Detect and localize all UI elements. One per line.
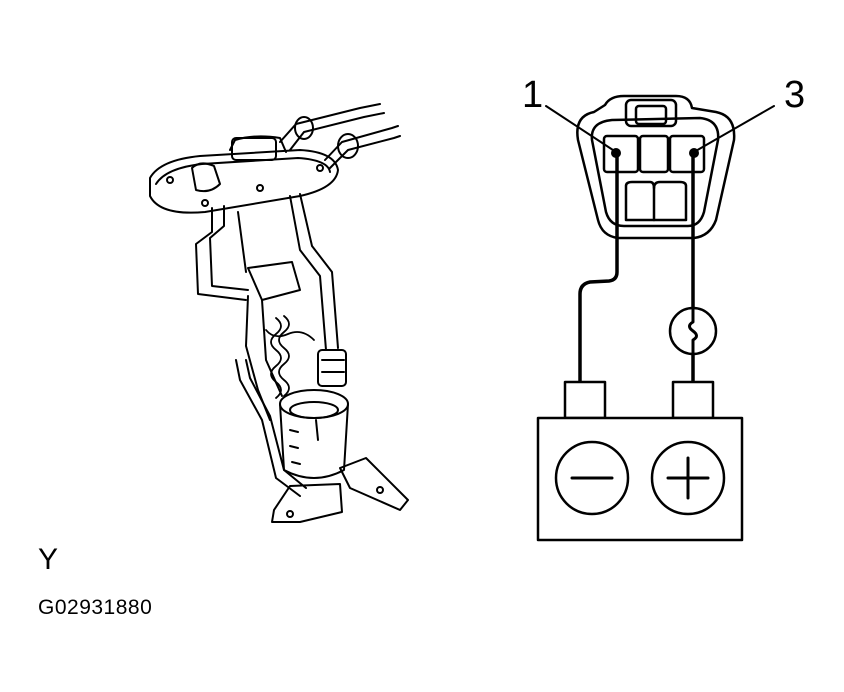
positive-terminal-icon: [650, 440, 726, 516]
negative-terminal-icon: [554, 440, 630, 516]
pump-connector: [317, 349, 347, 387]
battery: [536, 380, 744, 542]
pump-connector-face: [576, 94, 736, 240]
battery-negative-post: [563, 380, 607, 420]
pump-wiring: [265, 315, 315, 399]
pin-1-label: 1: [522, 74, 543, 116]
pump-bracket: [195, 193, 339, 497]
pump-canister: [279, 389, 349, 479]
pin-3-cavity: [668, 134, 706, 174]
fuel-hose: [279, 103, 401, 169]
battery-positive-post: [671, 380, 715, 420]
pin-2-cavity: [638, 134, 670, 174]
negative-lead: [578, 151, 619, 384]
pin-3-leader: [693, 105, 775, 153]
pin-3-label: 3: [784, 74, 805, 116]
fuse-icon: [668, 306, 718, 356]
pin-leader-lines: [545, 105, 775, 153]
figure-code: G02931880: [38, 596, 153, 619]
pump-filter-foot: [271, 457, 409, 523]
pump-flange: [149, 135, 339, 214]
view-letter: Y: [38, 543, 59, 576]
pin-1-cavity: [602, 134, 640, 174]
pin-1-leader: [545, 105, 617, 153]
fuel-pump-assembly: [149, 103, 409, 523]
test-leads: [578, 151, 695, 384]
